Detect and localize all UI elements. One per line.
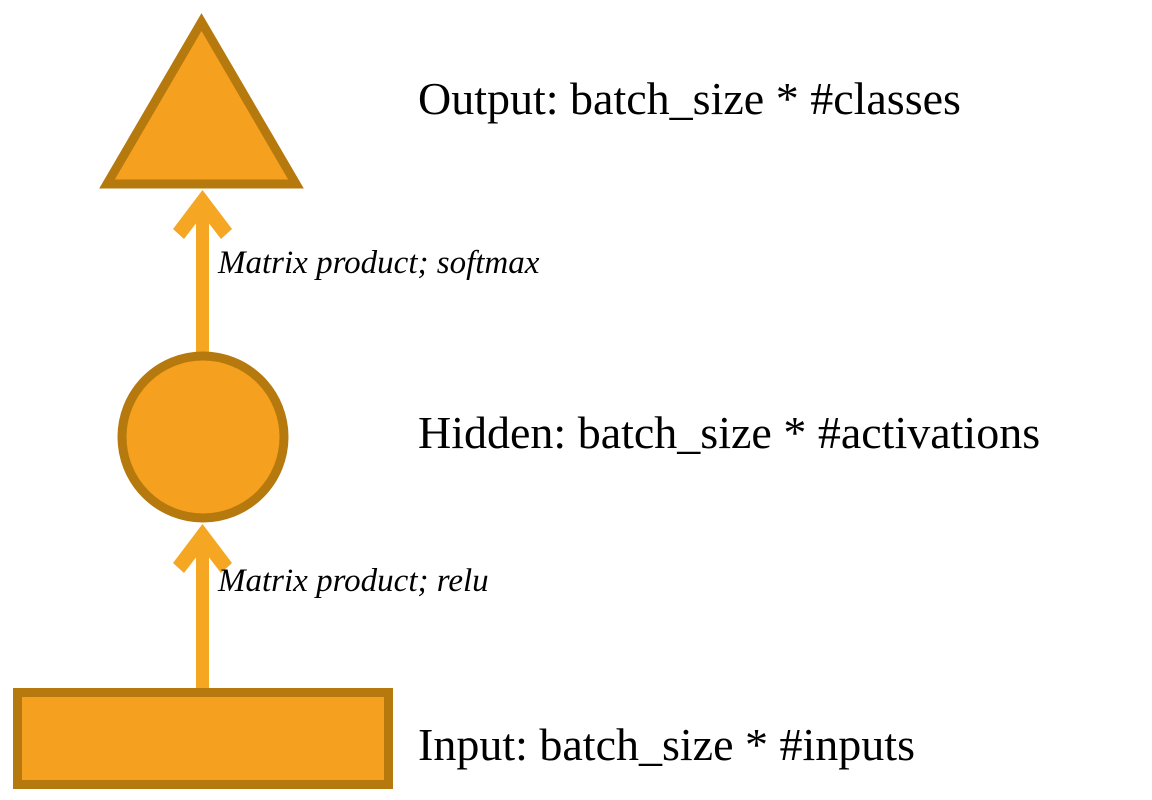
- edge-hidden-to-output: [173, 190, 232, 360]
- node-input-label: Input: batch_size * #inputs: [418, 719, 915, 770]
- node-input-rectangle[interactable]: [13, 688, 393, 789]
- edge-input-to-hidden-shaft: [196, 545, 209, 691]
- edge-hidden-to-output-shaft: [196, 212, 209, 360]
- node-hidden-circle[interactable]: [117, 351, 289, 523]
- node-hidden-label: Hidden: batch_size * #activations: [418, 407, 1041, 458]
- edge-hidden-to-output-label: Matrix product; softmax: [218, 245, 540, 281]
- node-output-label: Output: batch_size * #classes: [418, 73, 961, 124]
- edge-input-to-hidden-arrowhead: [173, 524, 232, 573]
- edge-input-to-hidden: [173, 524, 232, 691]
- node-output-triangle[interactable]: [99, 13, 304, 189]
- edge-hidden-to-output-arrowhead: [173, 190, 232, 239]
- edge-input-to-hidden-label: Matrix product; relu: [218, 563, 489, 599]
